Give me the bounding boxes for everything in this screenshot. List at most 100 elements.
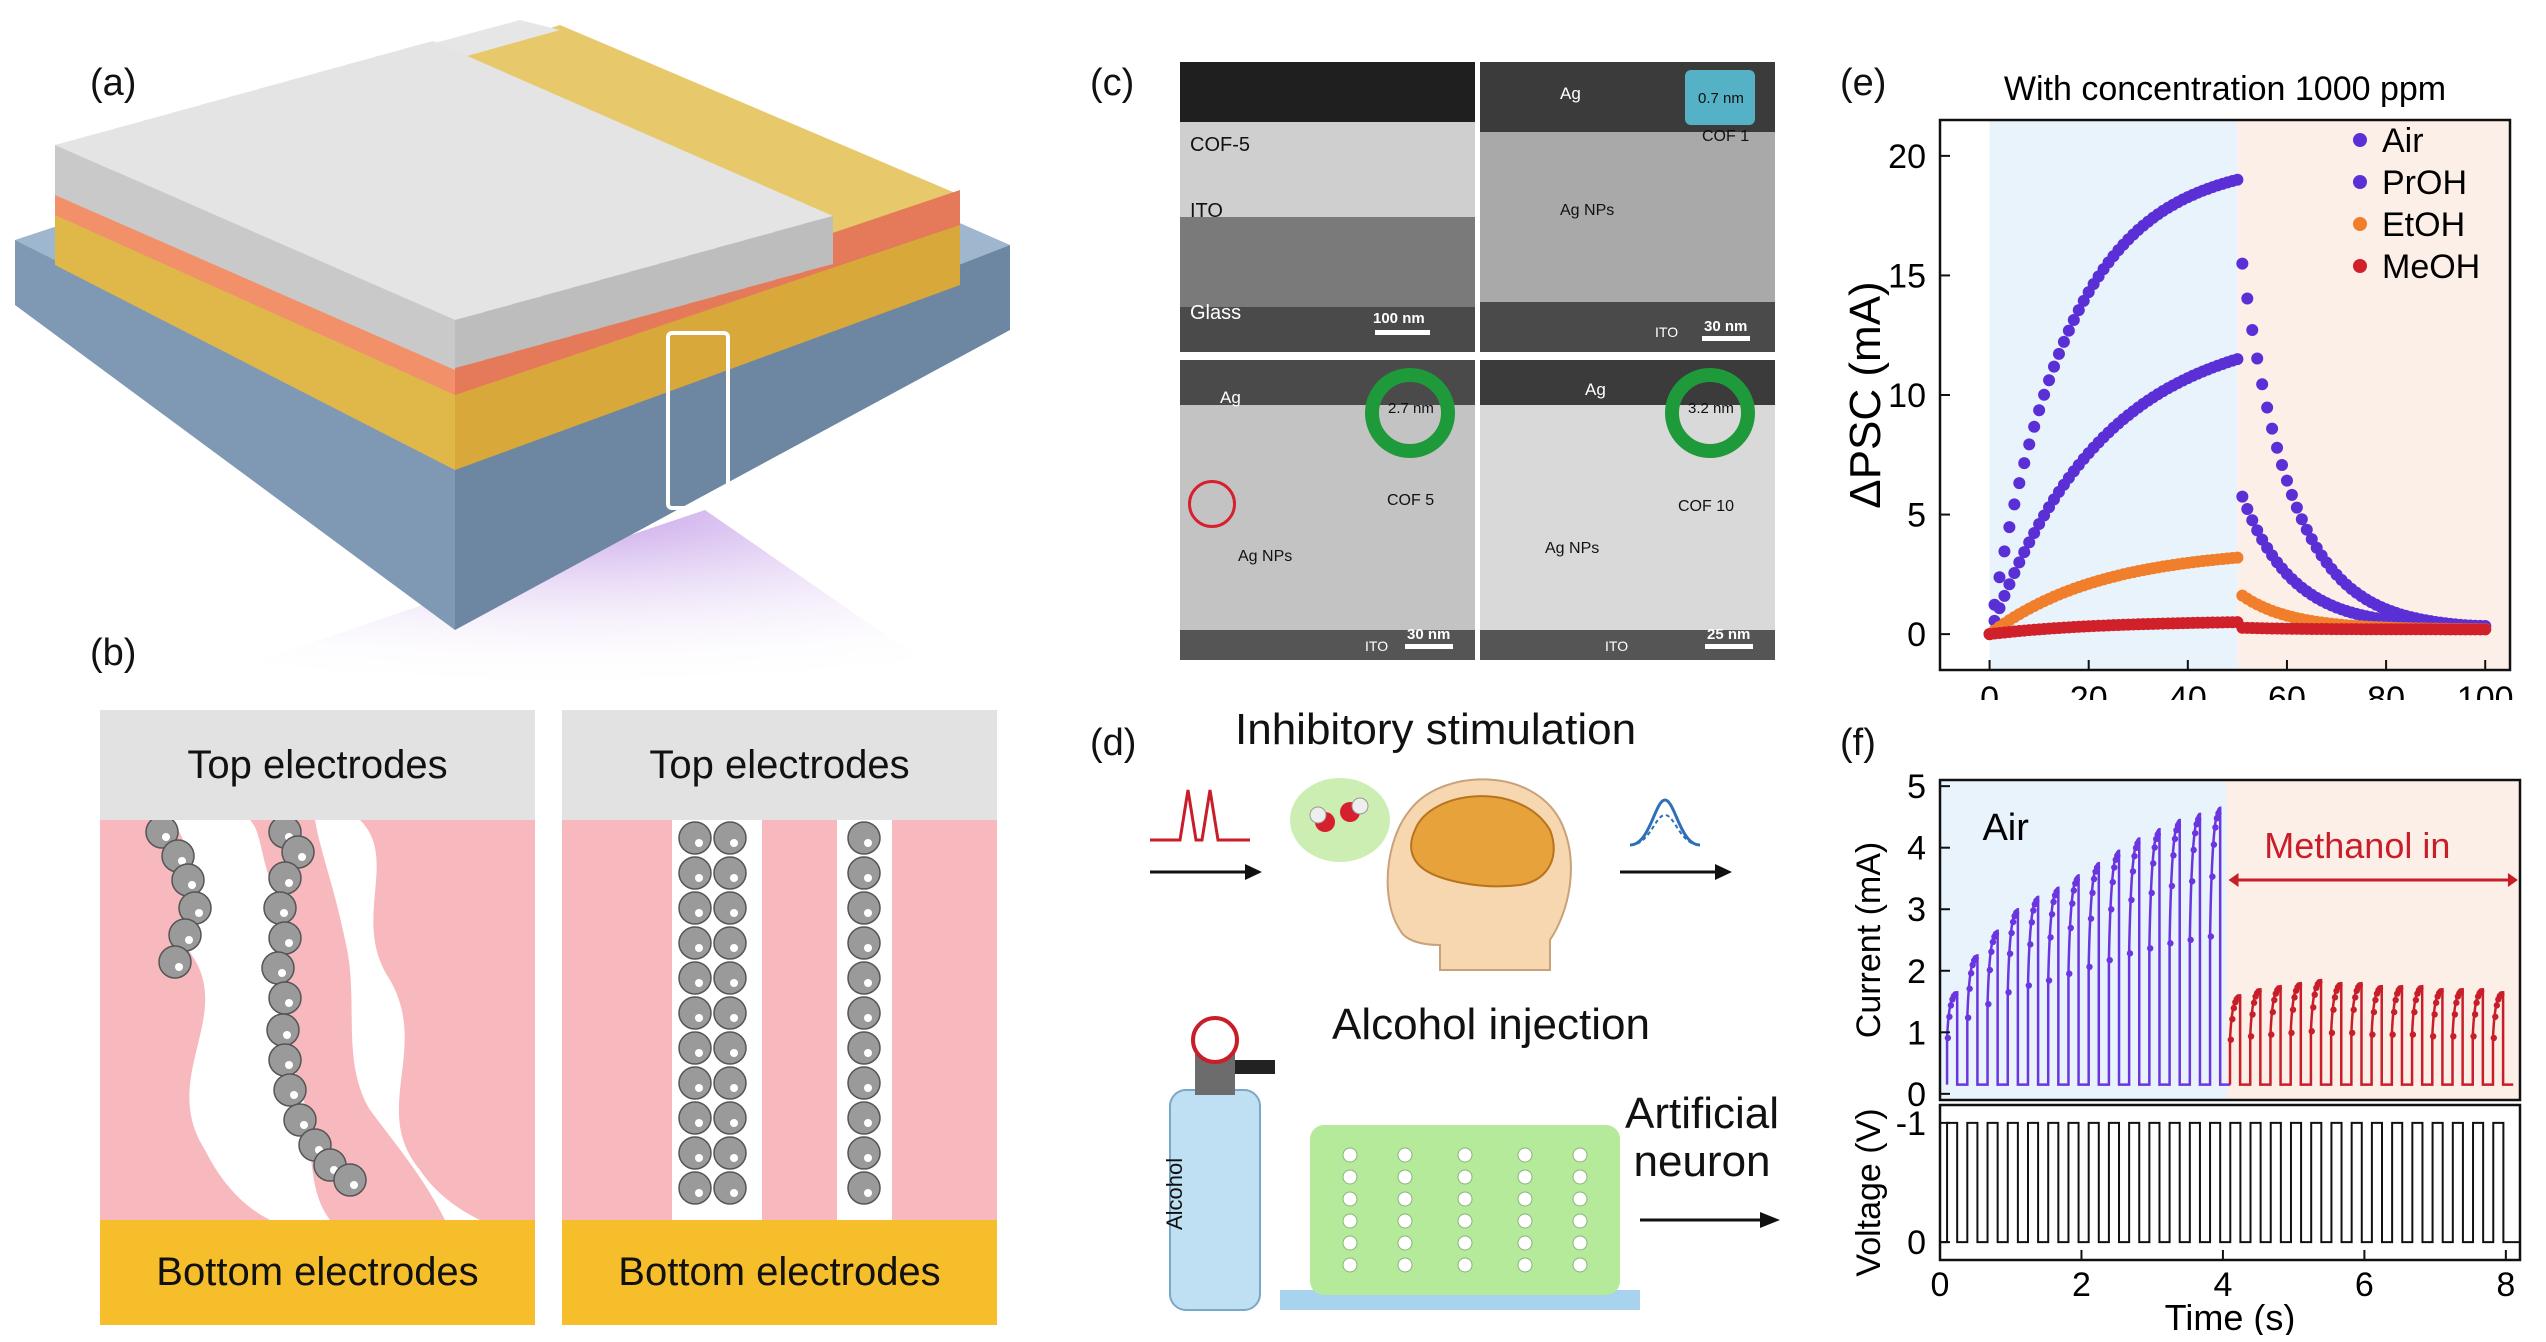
nanoparticle-highlight [864,839,872,847]
x-tick-label: 80 [2367,680,2405,700]
legend-marker [2353,259,2367,273]
y-tick-label: 4 [1907,830,1926,868]
region-methanol [2226,780,2520,1100]
scale-bar [1375,330,1430,335]
nanoparticle [678,821,712,855]
pore [1572,1235,1588,1251]
data-point [2271,441,2284,454]
pore [1342,1213,1358,1229]
pore [1572,1147,1588,1163]
ag-nps-label-4: Ag NPs [1545,540,1600,557]
magnification-cone [199,510,951,680]
nanoparticle [145,820,179,849]
nanoparticle [847,821,881,855]
nanoparticle-highlight [290,1091,298,1099]
nanoparticle-highlight [864,909,872,917]
y-tick-label: 5 [1907,497,1926,535]
top-electrode-beam-end [484,304,514,360]
nanoparticle-highlight [695,909,703,917]
nanoparticle [268,921,302,955]
cof1-label: COF 1 [1702,128,1750,145]
panel-d-label: (d) [1090,722,1137,764]
nanoparticle-highlight [864,979,872,987]
x-axis-label: Time (s) [2165,1297,2296,1335]
nanoparticle [847,1101,881,1135]
nanoparticle [678,856,712,890]
data-point [2062,324,2075,337]
artificial-neuron-label: Artificial neuron [1625,1090,1779,1186]
nanoparticle [847,961,881,995]
nanoparticle-highlight [195,909,203,917]
pore-size-label-3: 2.7 nm [1388,400,1434,417]
nanoparticle [678,1171,712,1205]
pore [1397,1235,1413,1251]
nanoparticle-highlight [864,1189,872,1197]
pore [1457,1257,1473,1273]
x-tick-label: 40 [2169,680,2207,700]
nanoparticle [847,891,881,925]
pore [1517,1191,1533,1207]
nanoparticle-highlight [730,1189,738,1197]
nanoparticle-highlight [175,963,183,971]
pore [1342,1147,1358,1163]
data-point [2048,360,2060,373]
pore [1517,1257,1533,1273]
x-tick-label: 6 [2355,1266,2374,1304]
scale-bar-label-2: 30 nm [1704,318,1748,335]
nanoparticle [678,1136,712,1170]
panel-e-label: (e) [1840,62,1887,104]
pore [1342,1191,1358,1207]
nanoparticle-highlight [298,853,306,861]
ito-label-3: ITO [1365,638,1389,654]
data-point [2236,490,2249,503]
top-electrode-beam-end [687,248,717,304]
device-3d-illustration [15,20,1010,680]
legend-marker [2353,133,2367,147]
data-point [2246,514,2259,527]
top-electrode-beam-end [571,280,601,336]
data-point [2018,457,2031,470]
data-point [2280,474,2293,487]
highlight-circle [1188,480,1236,528]
pore [1517,1213,1533,1229]
pore [1457,1147,1473,1163]
top-electrode-beam-top [200,97,630,280]
top-electrode-beam-top [374,49,804,232]
scale-bar-4 [1705,644,1753,649]
y-tick-label: 15 [1888,257,1926,295]
pore [1397,1213,1413,1229]
x-tick-label: 0 [1980,680,1999,700]
legend-label: Air [2382,122,2424,160]
substrate-front [15,240,455,630]
legend-label: MeOH [2382,248,2480,286]
pore [1397,1147,1413,1163]
panel-f-label: (f) [1840,722,1876,764]
data-point [2285,488,2298,501]
nanoparticle-highlight [864,1084,872,1092]
pore [1517,1169,1533,1185]
nanoparticle-highlight [162,833,170,841]
nanoparticle [713,891,747,925]
air-label: Air [1982,807,2029,849]
scale-bar-2 [1702,336,1750,341]
pore [1517,1235,1533,1251]
top-electrode-beam-end [745,232,775,288]
ordered-channels [672,820,892,1220]
speech-bubble [1290,778,1390,862]
top-electrode-right: Top electrodes [562,710,997,820]
y-tick-label: 3 [1907,891,1926,929]
pore [1457,1213,1473,1229]
top-frame [1938,778,2522,1102]
nanoparticle [713,961,747,995]
top-electrode-beam-end [513,296,543,352]
data-point [2028,420,2041,433]
legend-marker [2353,175,2367,189]
data-point [2028,527,2041,540]
x-tick-label: 20 [2070,680,2108,700]
nanoparticle-highlight [730,944,738,952]
nanoparticle-highlight [300,1121,308,1129]
bottom-electrode-right: Bottom electrodes [562,1220,997,1325]
data-point [1993,571,2006,584]
data-point [2077,294,2090,307]
